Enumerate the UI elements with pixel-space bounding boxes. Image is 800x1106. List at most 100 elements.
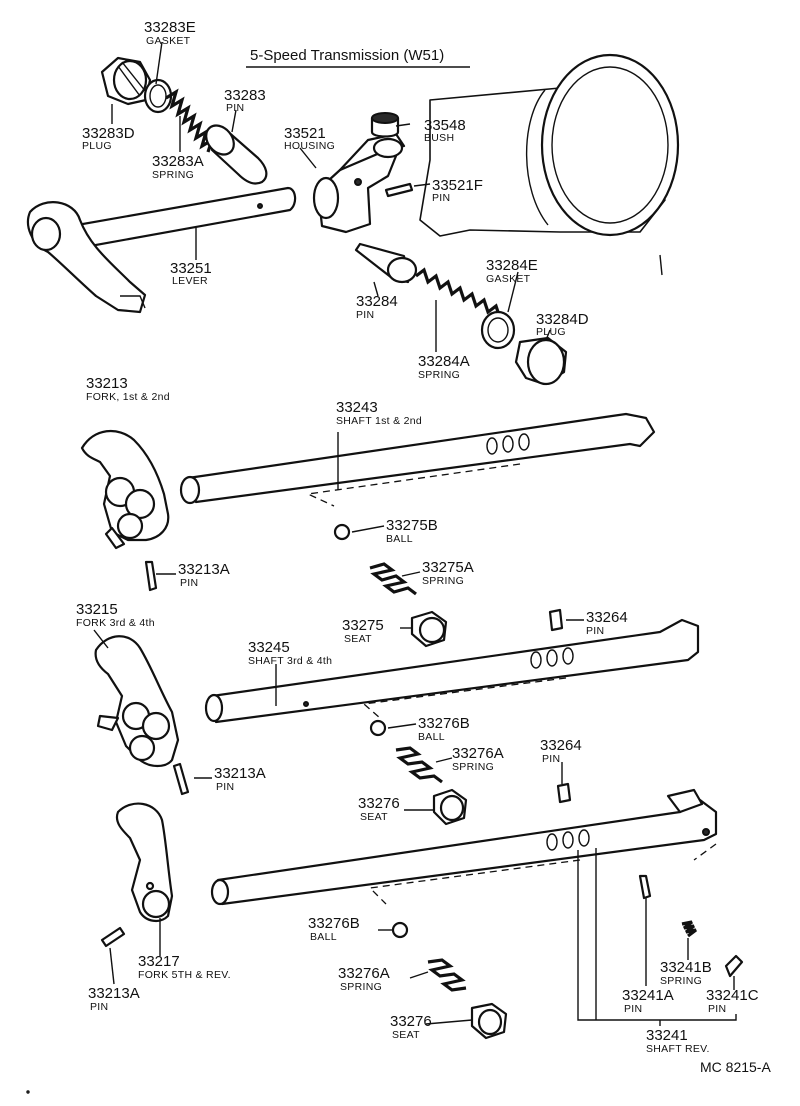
part-name: SEAT — [344, 633, 372, 645]
assembly-line-1 — [305, 463, 521, 507]
part-name: PIN — [356, 309, 374, 321]
part-number: 33251 — [170, 260, 212, 277]
part-name: PLUG — [536, 326, 566, 338]
part-name: GASKET — [146, 35, 191, 47]
label-33213A-1: 33213A PIN — [178, 561, 230, 589]
part-number: 33283A — [152, 153, 204, 170]
part-name: SEAT — [392, 1029, 420, 1041]
part-number: 33284A — [418, 353, 470, 370]
part-name: PIN — [624, 1003, 642, 1015]
part-name: PIN — [586, 625, 604, 637]
reference-code: MC 8215-A — [700, 1059, 771, 1075]
label-33275B: 33275B BALL — [386, 517, 438, 545]
part-number: 33243 — [336, 399, 378, 416]
spring-33283A — [165, 88, 215, 153]
part-name: HOUSING — [284, 140, 335, 152]
label-33275: 33275 SEAT — [342, 617, 384, 645]
pin-33241C — [724, 954, 744, 978]
label-33284A: 33284A SPRING — [418, 353, 470, 381]
seat-33276-1 — [432, 788, 468, 826]
spring-33284A — [415, 267, 502, 319]
part-number: 33245 — [248, 639, 290, 656]
part-name: FORK 5TH & REV. — [138, 969, 231, 981]
part-number: 33521F — [432, 177, 483, 194]
plug-33283D — [100, 56, 152, 106]
seat-33276-2 — [470, 1002, 508, 1040]
part-name: FORK, 1st & 2nd — [86, 391, 170, 403]
part-number: 33284 — [356, 293, 398, 310]
part-number: 33283 — [224, 87, 266, 104]
part-name: PIN — [216, 781, 234, 793]
label-33521F: 33521F PIN — [432, 177, 483, 204]
assembly-line-2 — [362, 677, 567, 719]
part-name: SEAT — [360, 811, 388, 823]
spring-33276A-1 — [395, 746, 443, 784]
label-33264-1: 33264 PIN — [586, 609, 628, 637]
part-name: SPRING — [422, 575, 464, 587]
part-number: 33241C — [706, 987, 759, 1004]
part-number: 33276B — [308, 915, 360, 932]
part-number: 33284E — [486, 257, 538, 274]
part-name: PIN — [432, 192, 450, 204]
label-33521: 33521 HOUSING — [284, 125, 335, 152]
part-number: 33213A — [88, 985, 140, 1002]
label-33275A: 33275A SPRING — [422, 559, 474, 587]
part-number: 33276B — [418, 715, 470, 732]
part-name: SPRING — [660, 975, 702, 987]
part-number: 33283E — [144, 19, 196, 36]
seat-33275 — [410, 610, 448, 648]
part-name: PIN — [542, 753, 560, 765]
pin-33241A — [638, 874, 652, 900]
part-number: 33276 — [358, 795, 400, 812]
part-number: 33276A — [338, 965, 390, 982]
part-number: 33264 — [586, 609, 628, 626]
label-33276-1: 33276 SEAT — [358, 795, 400, 823]
assembly-line-3 — [368, 843, 717, 905]
part-number: 33241B — [660, 959, 712, 976]
spring-33276A-2 — [427, 958, 467, 992]
part-name: PIN — [180, 577, 198, 589]
gasket-33283E — [143, 78, 173, 114]
part-name: PIN — [708, 1003, 726, 1015]
pin-33213A-1 — [144, 560, 158, 592]
label-33213A-3: 33213A PIN — [88, 985, 140, 1013]
label-33245: 33245 SHAFT 3rd & 4th — [248, 639, 332, 667]
shaft-rev-33241 — [210, 788, 718, 906]
part-name: BUSH — [424, 132, 454, 144]
part-number: 33241A — [622, 987, 674, 1004]
label-33283A: 33283A SPRING — [152, 153, 204, 181]
pin-33264-2 — [556, 782, 572, 804]
gasket-33284E — [480, 310, 516, 350]
spring-33241B — [681, 920, 697, 938]
label-33284E: 33284E GASKET — [486, 257, 538, 285]
part-name: SHAFT 3rd & 4th — [248, 655, 332, 667]
label-33251: 33251 LEVER — [170, 260, 212, 287]
pin-33213A-2 — [172, 762, 190, 796]
label-33283E: 33283E GASKET — [144, 19, 196, 47]
part-number: 33521 — [284, 125, 326, 142]
housing-33521 — [312, 132, 406, 234]
label-33241A: 33241A PIN — [622, 987, 674, 1015]
pin-33213A-3 — [100, 926, 126, 948]
pin-33284 — [354, 242, 418, 284]
part-number: 33213 — [86, 375, 128, 392]
part-name: GASKET — [486, 273, 531, 285]
part-name: PIN — [226, 102, 244, 114]
part-name: BALL — [310, 931, 337, 943]
label-33241C: 33241C PIN — [706, 987, 759, 1015]
part-name: SPRING — [418, 369, 460, 381]
part-number: 33213A — [178, 561, 230, 578]
transmission-case — [419, 53, 680, 276]
lever-33251 — [26, 186, 297, 314]
leader-lines — [93, 41, 737, 1026]
pin-33283 — [205, 124, 268, 185]
pin-33264-1 — [548, 608, 564, 632]
shaft-1st-2nd-33243 — [179, 412, 656, 505]
ball-33275B — [333, 523, 351, 541]
part-name: BALL — [386, 533, 413, 545]
label-33215: 33215 FORK 3rd & 4th — [76, 601, 155, 629]
part-number: 33276 — [390, 1013, 432, 1030]
part-name: SHAFT 1st & 2nd — [336, 415, 422, 427]
